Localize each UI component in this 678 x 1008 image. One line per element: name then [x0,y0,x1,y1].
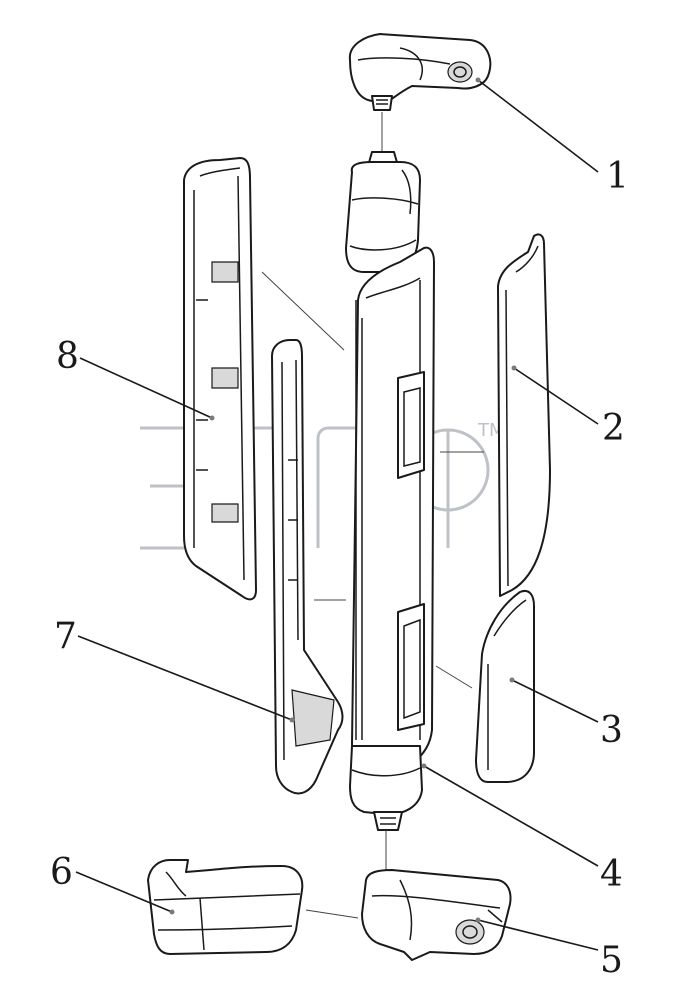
inner-back-cover [271,339,344,795]
mirror-housing [351,246,435,773]
leader-6 [75,871,173,913]
callout-4: 4 [600,854,623,895]
outer-back-cover [183,157,257,601]
leader-5 [477,919,599,951]
leader-7 [77,635,293,721]
mount-bracket-bottom [361,869,512,961]
housing-lower-pivot [349,745,423,831]
callout-7: 7 [54,616,77,657]
leader-2 [513,367,599,425]
leader-8 [79,357,213,419]
callout-6: 6 [50,852,73,893]
leader-3 [511,679,599,723]
watermark-trademark: TM [477,420,505,441]
callout-8: 8 [56,336,79,377]
mount-bracket-top [348,33,492,111]
callout-3: 3 [600,710,623,751]
callout-1: 1 [606,156,629,197]
callout-labels: 1 2 3 4 5 6 7 8 [50,156,629,981]
callout-5: 5 [600,940,623,981]
clip-row [196,261,239,523]
upper-mirror-glass [497,233,551,597]
housing-upper-pivot [345,151,421,273]
bottom-cover [147,859,304,955]
leader-lines [75,77,599,951]
leader-1 [477,79,599,173]
leader-4 [423,765,599,867]
callout-2: 2 [602,408,625,449]
lower-mirror-glass [475,590,535,783]
